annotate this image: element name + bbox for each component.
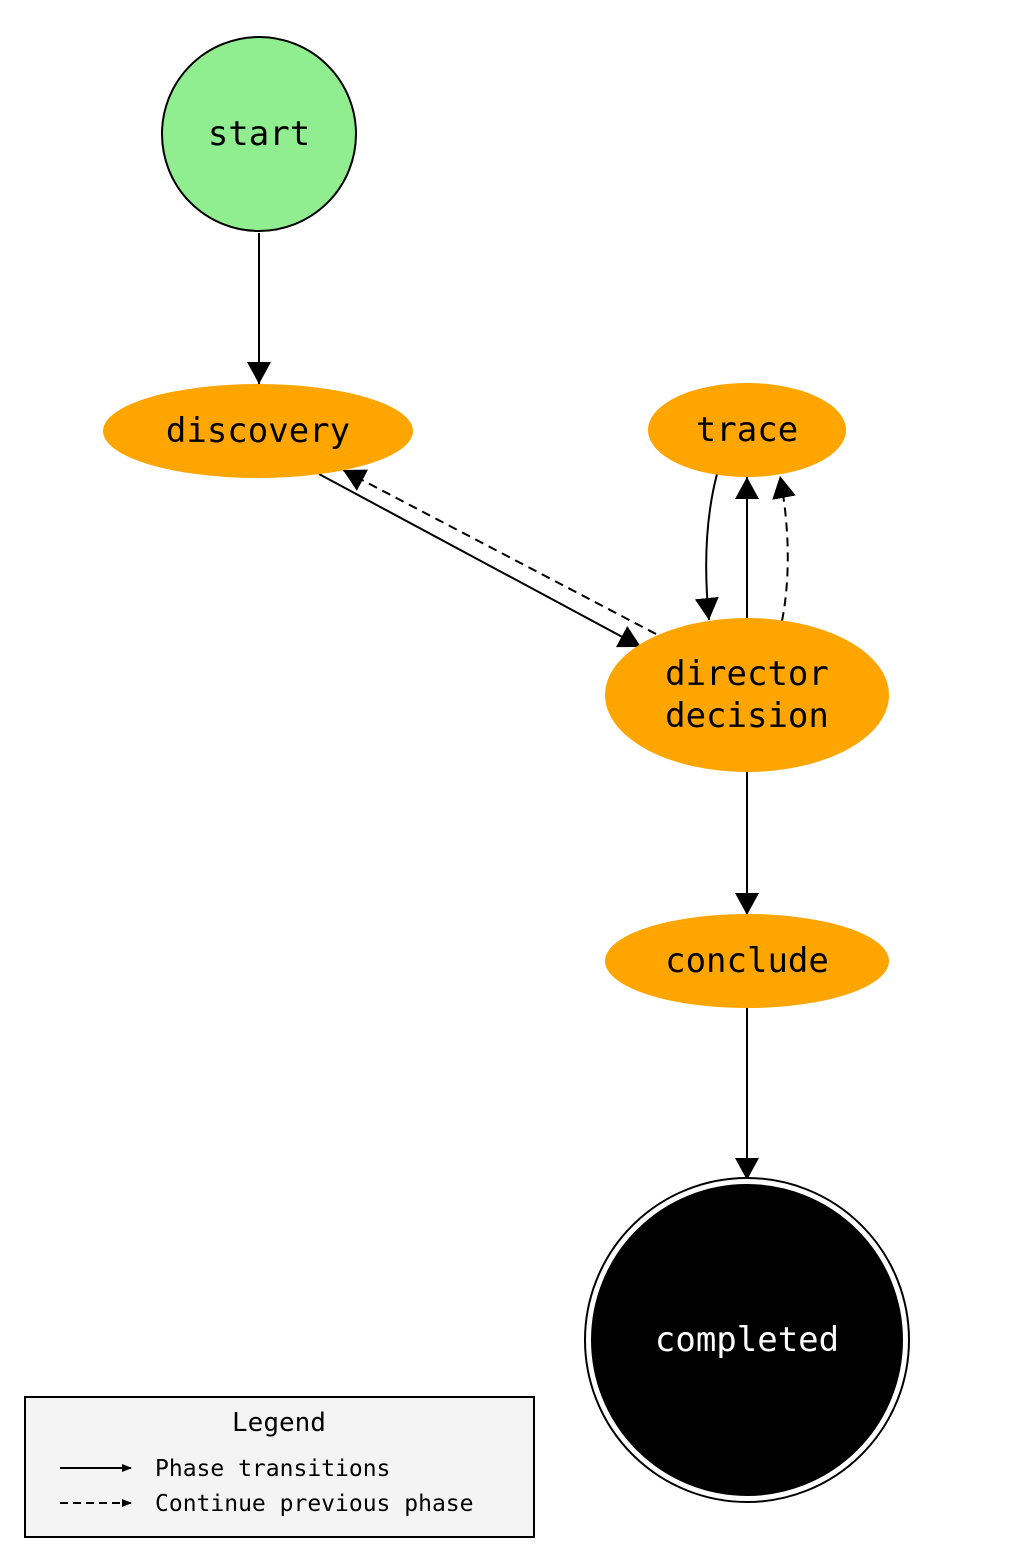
legend-item-phase-transitions: Phase transitions bbox=[155, 1456, 390, 1482]
node-conclude: conclude bbox=[605, 914, 889, 1008]
legend: Legend Phase transitions Continue previo… bbox=[24, 1396, 535, 1538]
edge-trace-to-director-decision bbox=[694, 473, 719, 621]
discovery-ellipse bbox=[103, 384, 413, 478]
legend-item-continue-previous-phase: Continue previous phase bbox=[155, 1491, 474, 1517]
node-discovery: discovery bbox=[103, 384, 413, 478]
node-start: start bbox=[161, 36, 357, 232]
completed-label: completed bbox=[655, 1320, 839, 1360]
edge-director-decision-to-discovery bbox=[342, 469, 657, 635]
node-completed: completed bbox=[584, 1177, 910, 1503]
director-decision-ellipse bbox=[605, 618, 889, 772]
edge-director-decision-to-trace-dashed bbox=[772, 475, 796, 622]
node-trace: trace bbox=[648, 383, 846, 477]
start-label: start bbox=[208, 114, 310, 154]
trace-label: trace bbox=[696, 410, 798, 450]
discovery-label: discovery bbox=[166, 411, 350, 451]
edge-discovery-to-director-decision bbox=[318, 473, 642, 648]
director-decision-label-line2: decision bbox=[665, 696, 829, 736]
start-circle bbox=[161, 36, 357, 232]
completed-circle bbox=[591, 1184, 903, 1496]
conclude-ellipse bbox=[605, 914, 889, 1008]
director-decision-label-line1: director bbox=[665, 654, 829, 694]
node-director-decision: director decision bbox=[605, 618, 889, 772]
trace-ellipse bbox=[648, 383, 846, 477]
legend-title: Legend bbox=[232, 1408, 326, 1438]
conclude-label: conclude bbox=[665, 941, 829, 981]
edges bbox=[247, 233, 796, 1180]
